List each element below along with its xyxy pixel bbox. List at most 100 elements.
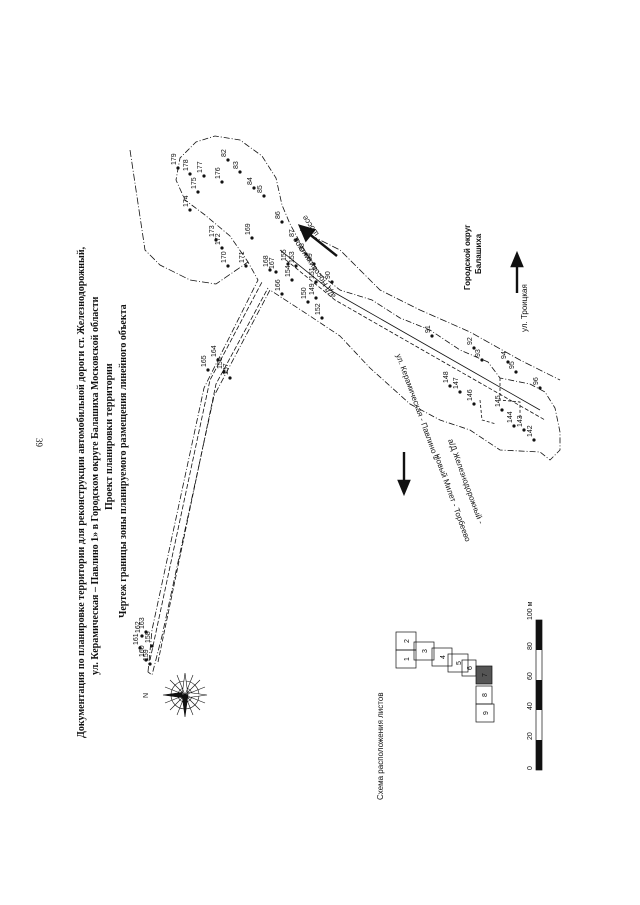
point-label: 86 (275, 211, 282, 219)
scale-tick-label: 20 (527, 732, 534, 740)
point-label: 156 (217, 357, 224, 369)
sheet-box (475, 703, 495, 723)
point-marker (280, 292, 284, 296)
point-marker (188, 208, 192, 212)
scale-tick-label: 60 (527, 672, 534, 680)
point-marker (238, 170, 242, 174)
point-marker (222, 370, 226, 374)
point-label: 93 (475, 349, 482, 357)
point-marker (286, 262, 290, 266)
compass-north-label: N (143, 693, 150, 698)
point-marker (280, 220, 284, 224)
point-marker (262, 194, 266, 198)
point-label: 166 (275, 279, 282, 291)
point-label: 145 (495, 395, 502, 407)
scale-tick-label: 80 (527, 642, 534, 650)
point-label: 142 (527, 425, 534, 437)
point-label: 164 (211, 345, 218, 357)
point-marker (226, 264, 230, 268)
point-label: 148 (443, 371, 450, 383)
point-marker (228, 376, 232, 380)
outer-boundary-right (299, 229, 561, 381)
point-marker (500, 408, 504, 412)
point-label: 150 (301, 287, 308, 299)
outer-boundary-left (129, 149, 249, 285)
sheet-label: 8 (482, 693, 489, 697)
point-marker (252, 186, 256, 190)
sheet-box (447, 653, 469, 673)
point-marker (290, 278, 294, 282)
scale-tick-label: 40 (527, 702, 534, 710)
point-label: 149 (309, 283, 316, 295)
point-marker (216, 358, 220, 362)
point-marker (314, 280, 318, 284)
point-label: 87 (289, 229, 296, 237)
point-marker (148, 662, 152, 666)
point-label: 158 (145, 631, 152, 643)
sheet-label: 9 (483, 711, 490, 715)
point-marker (140, 634, 144, 638)
corridor-line-4 (285, 259, 546, 421)
point-marker (314, 296, 318, 300)
road-label-keramicheskaya: ул. Керамическая - Павлино 1 (394, 353, 441, 462)
scale-tick-label: 100 м (527, 601, 534, 620)
point-label: 88 (299, 243, 306, 251)
point-marker (320, 316, 324, 320)
point-label: 157 (223, 363, 230, 375)
point-label: 168 (263, 255, 270, 267)
point-marker (312, 262, 316, 266)
point-marker (472, 346, 476, 350)
point-marker (294, 238, 298, 242)
point-label: 171 (239, 251, 246, 263)
point-marker (480, 358, 484, 362)
point-label: 152 (315, 303, 322, 315)
point-label: 85 (257, 185, 264, 193)
point-marker (144, 630, 148, 634)
point-label: 147 (453, 377, 460, 389)
sheet-label: 2 (404, 639, 411, 643)
point-label: 176 (215, 167, 222, 179)
point-label: 174 (183, 195, 190, 207)
point-label: 83 (233, 161, 240, 169)
point-label: 172 (215, 233, 222, 245)
point-label: 84 (247, 177, 254, 185)
sheet-label: 7 (482, 673, 489, 677)
scale-bar (535, 619, 543, 771)
point-marker (176, 166, 180, 170)
point-label: 170 (221, 251, 228, 263)
point-marker (512, 424, 516, 428)
point-marker (448, 384, 452, 388)
district-label-1: Городской округ (463, 224, 472, 290)
point-label: 179 (171, 153, 178, 165)
point-label: 89 (307, 253, 314, 261)
road-label-zheleznodorozhny-2: Новый Милет - Торбеево (432, 453, 472, 544)
point-label: 143 (517, 415, 524, 427)
point-marker (150, 644, 154, 648)
point-label: 154 (285, 265, 292, 277)
zone-boundary (147, 135, 561, 676)
sheet-box (431, 647, 453, 667)
point-marker (202, 174, 206, 178)
compass-rose-icon (162, 672, 208, 718)
point-label: 94 (501, 351, 508, 359)
point-label: 165 (201, 355, 208, 367)
sheet-label: 3 (422, 649, 429, 653)
point-marker (196, 190, 200, 194)
sheet-label: 6 (467, 666, 474, 670)
point-marker (244, 264, 248, 268)
point-marker (532, 438, 536, 442)
point-marker (330, 280, 334, 284)
point-marker (144, 658, 148, 662)
point-label: 161 (133, 633, 140, 645)
corridor-line-2 (157, 287, 269, 663)
point-label: 173 (209, 225, 216, 237)
point-marker (188, 172, 192, 176)
point-marker (472, 402, 476, 406)
point-marker (214, 238, 218, 242)
point-marker (274, 270, 278, 274)
point-label: 175 (191, 177, 198, 189)
point-label: 82 (221, 149, 228, 157)
point-label: 151 (309, 267, 316, 279)
